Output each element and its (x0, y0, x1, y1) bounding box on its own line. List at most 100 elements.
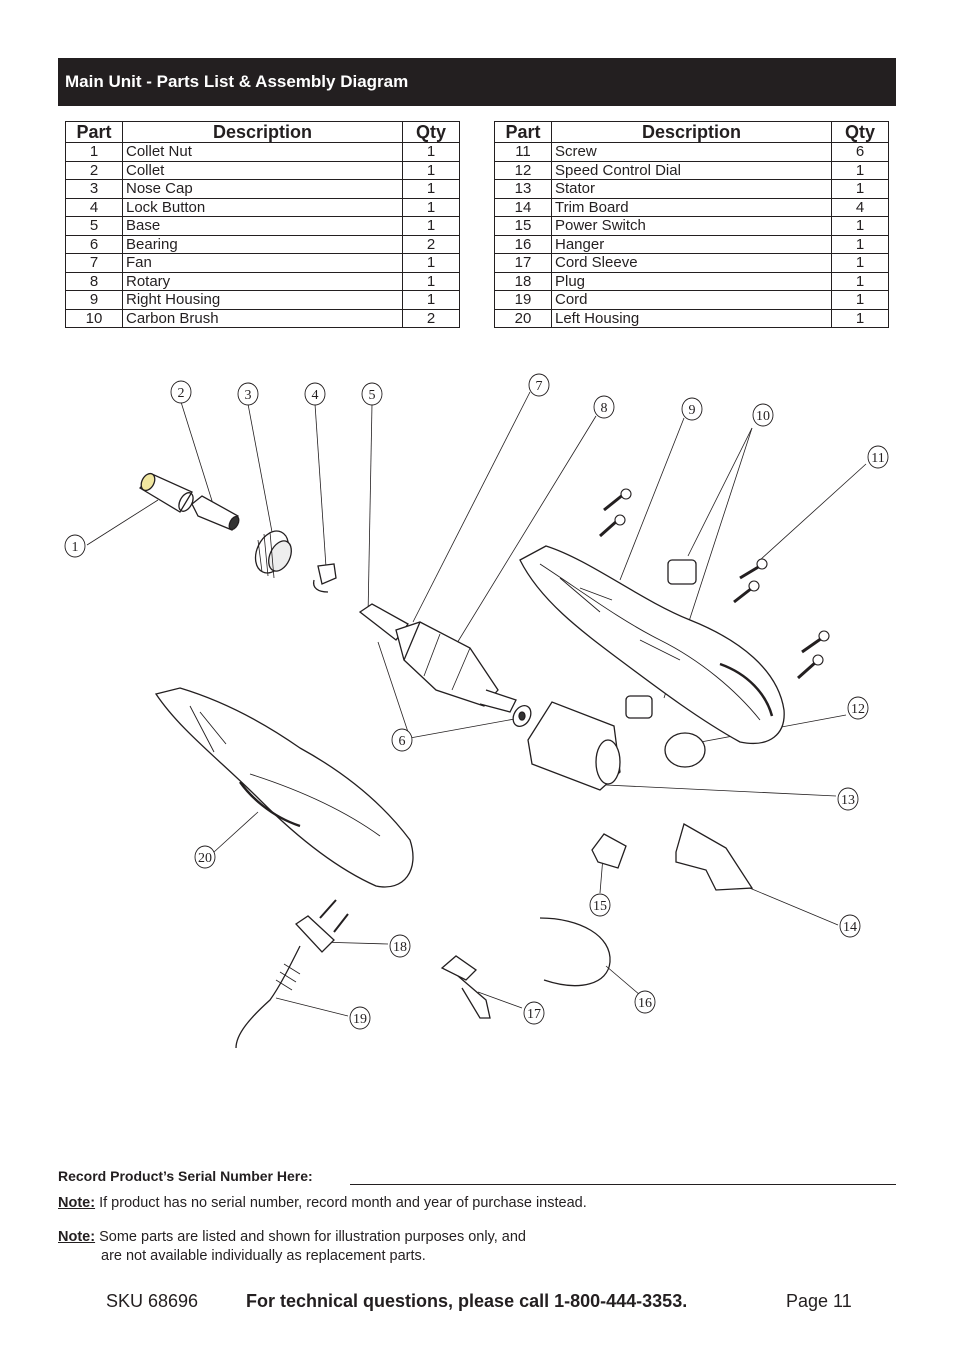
callout-5: 5 (361, 382, 383, 406)
section-title-bar: Main Unit - Parts List & Assembly Diagra… (58, 58, 896, 106)
callout-18: 18 (389, 934, 411, 958)
callout-label: 8 (601, 401, 608, 416)
header-description: Description (551, 121, 832, 143)
cell-part: 2 (65, 160, 123, 180)
callout-circle (867, 445, 889, 469)
cell-qty: 1 (831, 271, 889, 291)
callout-label: 1 (72, 540, 79, 555)
callout-circle (389, 934, 411, 958)
cell-description: Screw (551, 142, 832, 162)
footer-tech-support: For technical questions, please call 1-8… (246, 1291, 688, 1311)
nose-cap-shape (254, 530, 292, 579)
cell-qty: 1 (402, 216, 460, 236)
callout-label: 2 (178, 386, 185, 401)
cell-part: 18 (494, 271, 552, 291)
rotor-shape (358, 603, 532, 727)
callout-8: 8 (593, 395, 615, 419)
callout-label: 20 (198, 851, 212, 866)
cell-description: Bearing (122, 234, 403, 254)
note-2-line-1: Some parts are listed and shown for illu… (99, 1229, 527, 1245)
callout-label: 13 (841, 793, 855, 808)
collet-shape (191, 495, 240, 531)
footer-sku: SKU 68696 (106, 1291, 199, 1311)
cell-description: Rotary (122, 271, 403, 291)
callout-label: 7 (536, 379, 543, 394)
serial-write-line (350, 1184, 896, 1185)
callout-label: 9 (689, 403, 696, 418)
cell-qty: 2 (402, 234, 460, 254)
callout-17: 17 (523, 1001, 545, 1025)
callout-label: 16 (638, 996, 652, 1011)
cell-part: 8 (65, 271, 123, 291)
callout-label: 18 (393, 940, 407, 955)
screw-shapes (599, 488, 830, 680)
callout-label: 5 (369, 388, 376, 403)
speed-dial-shape (664, 732, 706, 768)
cell-qty: 1 (402, 253, 460, 273)
cell-description: Power Switch (551, 216, 832, 236)
cell-description: Left Housing (551, 308, 832, 328)
cell-part: 1 (65, 142, 123, 162)
plug-cord-shape (235, 899, 349, 1049)
callout-circle (194, 845, 216, 869)
header-qty: Qty (402, 121, 460, 143)
cord-sleeve-shape (440, 955, 491, 1019)
note-2-line-2: are not available individually as replac… (101, 1248, 426, 1264)
cell-part: 17 (494, 253, 552, 273)
cell-qty: 1 (402, 142, 460, 162)
cell-description: Cord (551, 290, 832, 310)
header-part: Part (494, 121, 552, 143)
note-1: Note: If product has no serial number, r… (58, 1194, 587, 1213)
cell-qty: 1 (402, 197, 460, 217)
cell-qty: 2 (402, 308, 460, 328)
left-housing-shape (154, 687, 414, 888)
cell-part: 5 (65, 216, 123, 236)
cell-part: 12 (494, 160, 552, 180)
cell-description: Speed Control Dial (551, 160, 832, 180)
callout-10: 10 (752, 403, 774, 427)
callout-9: 9 (681, 397, 703, 421)
collet-nut-shape (139, 472, 194, 513)
cell-qty: 1 (831, 179, 889, 199)
section-title: Main Unit - Parts List & Assembly Diagra… (65, 72, 409, 91)
callout-12: 12 (847, 696, 869, 720)
cell-part: 6 (65, 234, 123, 254)
cell-part: 13 (494, 179, 552, 199)
callout-circle (634, 990, 656, 1014)
power-switch-shape (591, 833, 627, 869)
note-2-label: Note: (58, 1229, 96, 1245)
trim-board-shape (675, 823, 754, 891)
callout-circle (349, 1006, 371, 1030)
cell-qty: 1 (402, 271, 460, 291)
callout-label: 12 (851, 702, 865, 717)
callout-label: 6 (399, 734, 406, 749)
callout-11: 11 (867, 445, 889, 469)
cell-part: 15 (494, 216, 552, 236)
cell-part: 20 (494, 308, 552, 328)
cell-description: Trim Board (551, 197, 832, 217)
cell-part: 16 (494, 234, 552, 254)
callout-2: 2 (170, 380, 192, 404)
header-part: Part (65, 121, 123, 143)
cell-qty: 6 (831, 142, 889, 162)
serial-label: Record Product’s Serial Number Here: (58, 1168, 313, 1184)
table-header-row: Part Description Qty (65, 121, 460, 143)
callout-circle (391, 728, 413, 752)
callout-circle (752, 403, 774, 427)
